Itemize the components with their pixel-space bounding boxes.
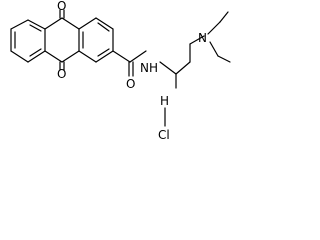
left-benzene-ring: [10, 19, 46, 63]
amine-nitrogen: N: [198, 31, 207, 45]
central-quinone-ring: [44, 17, 80, 63]
amide-group: [112, 50, 147, 77]
molecule-structure: O O NH N O H Cl: [10, 0, 231, 142]
amide-nh: NH: [140, 61, 158, 75]
diethylamino-group: [207, 11, 231, 63]
side-chain: [159, 35, 205, 89]
carbonyl-oxygen-top: O: [57, 0, 66, 13]
quinone-carbonyls: [59, 9, 65, 71]
hcl-hydrogen: H: [160, 94, 169, 108]
carbonyl-oxygen-bottom: O: [57, 67, 66, 81]
amide-oxygen: O: [126, 77, 135, 91]
right-benzene-ring: [78, 17, 114, 63]
hcl-chlorine: Cl: [158, 128, 170, 142]
